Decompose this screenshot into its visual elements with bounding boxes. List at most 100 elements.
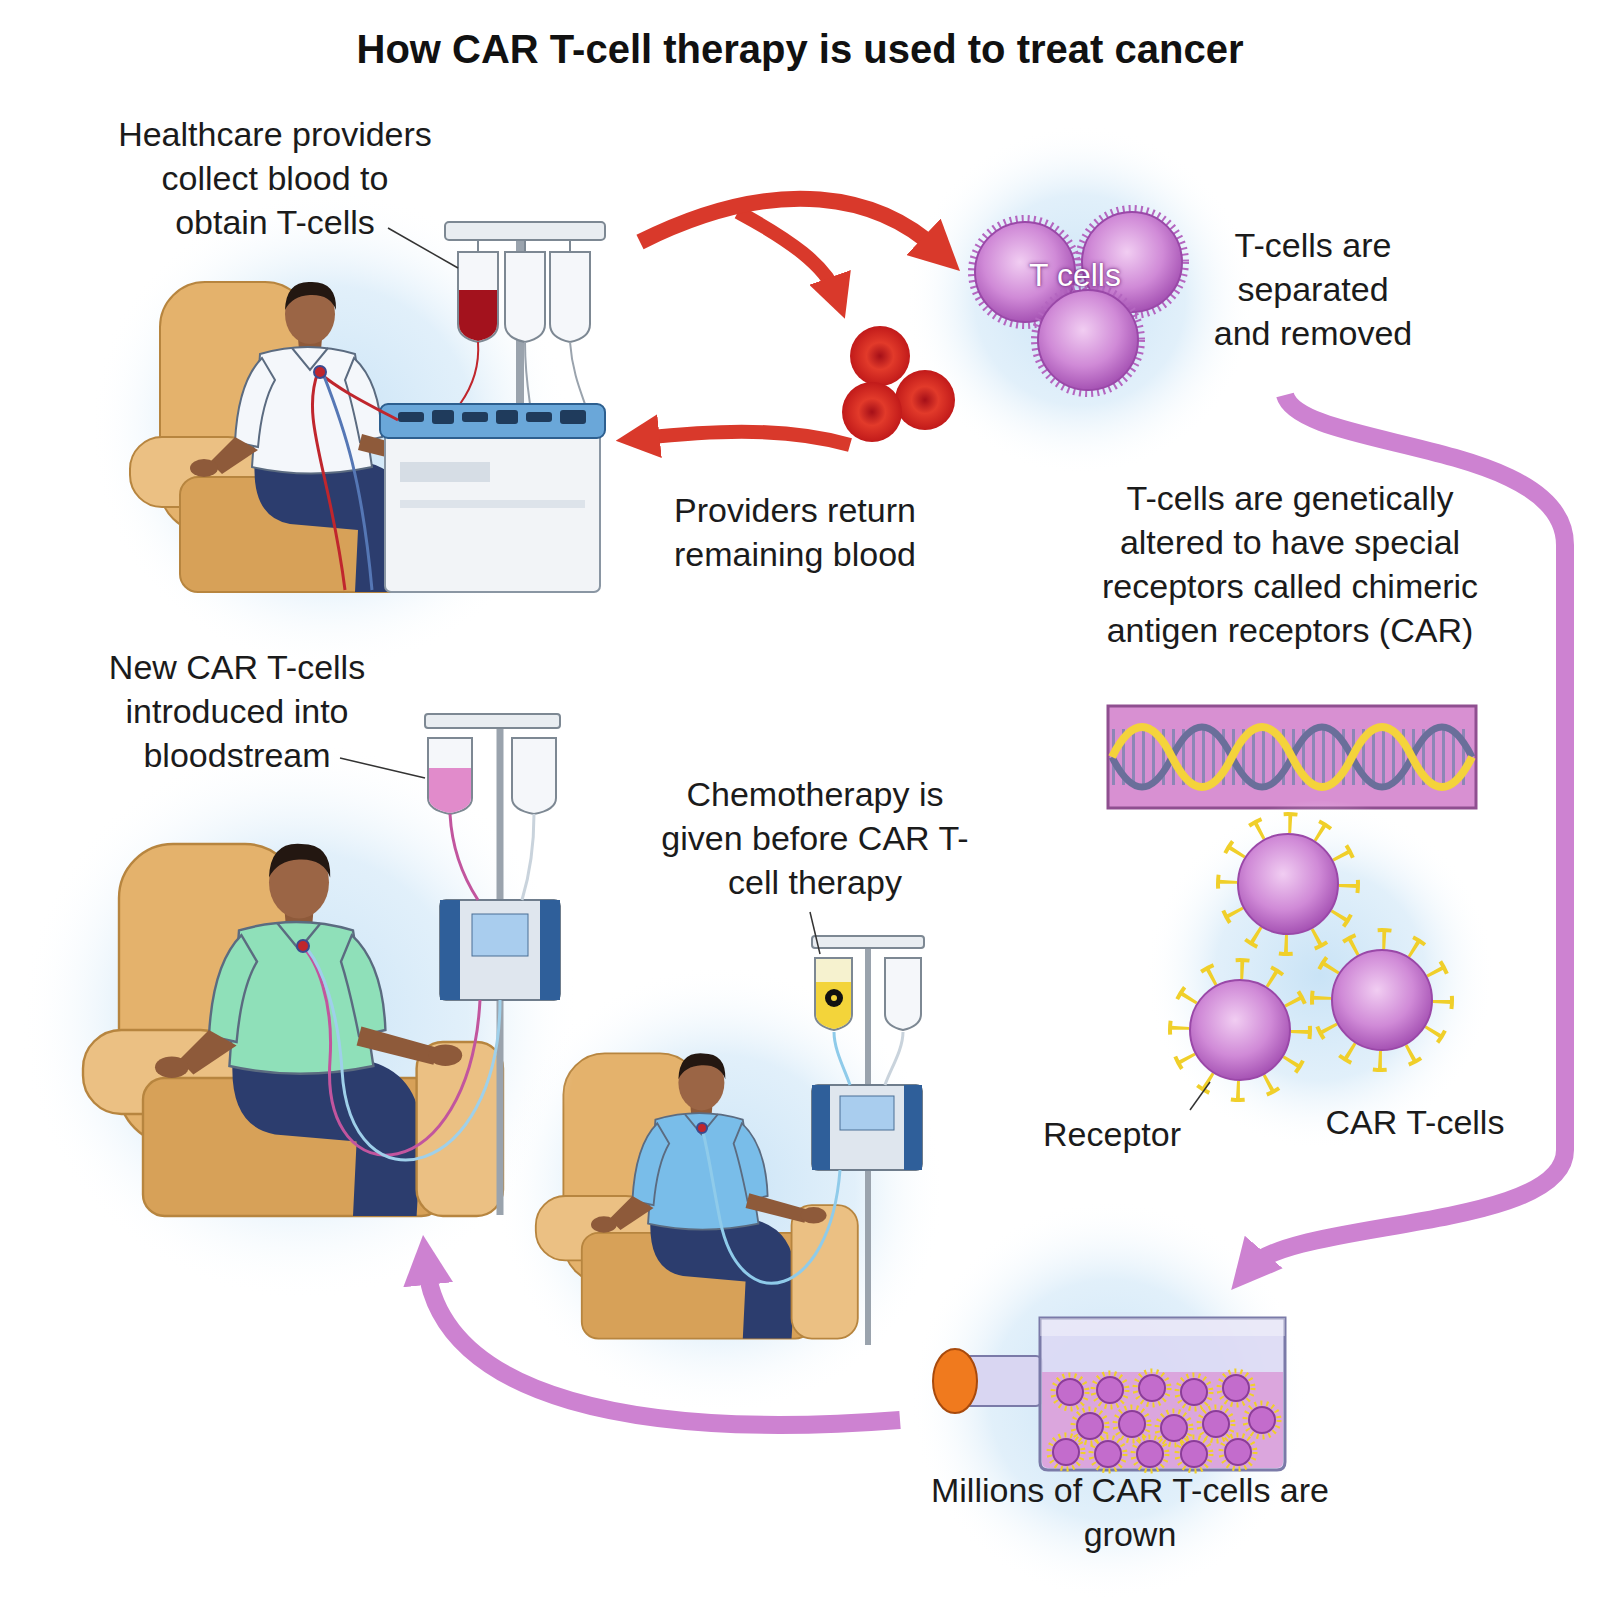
dna-band (1112, 727, 1472, 787)
chemo-scene (816, 982, 851, 1029)
collection-scene (570, 342, 585, 404)
dna-band (1112, 727, 1472, 787)
tcell-illustration (1035, 287, 1141, 393)
chemo-scene (904, 1085, 922, 1170)
chemo-scene (812, 1085, 830, 1170)
collection-scene (477, 240, 479, 252)
chemo-scene (885, 958, 921, 1030)
infusion-scene (450, 814, 478, 900)
infusion-scene (20, 740, 580, 1300)
collection-scene (380, 404, 605, 438)
infusion-scene (425, 714, 560, 728)
culture-flask (1049, 1435, 1083, 1469)
car-tcell-illustration (1218, 814, 1358, 954)
culture-flask (1135, 1371, 1169, 1405)
collection-scene: Healthcare providers collect blood to ob… (80, 112, 640, 592)
infusion-scene (297, 940, 309, 952)
culture-flask (1177, 1437, 1211, 1471)
infusion-scene (522, 814, 534, 900)
red-blood-cells (850, 326, 910, 386)
culture-flask (1199, 1407, 1233, 1441)
part-label: CAR T-cells (1300, 1100, 1530, 1144)
collection-scene (398, 410, 586, 424)
collection-scene (312, 372, 398, 590)
process-arrow (426, 1265, 900, 1425)
collection-scene (398, 412, 424, 422)
culture-flask (1040, 1318, 1285, 1336)
infusion-scene (440, 900, 560, 1000)
culture-flask (1133, 1437, 1167, 1471)
collection-scene (550, 252, 590, 342)
infusion-scene (429, 768, 471, 813)
infusion-scene (340, 758, 425, 778)
collection-scene (460, 342, 585, 404)
car-tcell-illustration (1170, 960, 1310, 1100)
gene-edit-step: T-cells are genetically altered to have … (1080, 476, 1504, 658)
infusion-scene (540, 900, 560, 1000)
culture-flask (1221, 1435, 1255, 1469)
diagram-title: How CAR T-cell therapy is used to treat … (0, 24, 1600, 74)
culture-flask (1040, 1318, 1285, 1470)
dna-band (1108, 706, 1476, 808)
chemo-scene (702, 1032, 903, 1283)
collection-scene (459, 290, 497, 341)
step-caption: Millions of CAR T-cells are grown (910, 1468, 1350, 1556)
car-tcell-illustration (1190, 1082, 1210, 1110)
car-tcell-illustration (1312, 930, 1452, 1070)
infusion-scene (308, 950, 500, 1160)
infusion-scene (302, 814, 534, 1160)
collection-scene (525, 342, 530, 404)
chemo-scene (812, 1085, 922, 1170)
culture-flask-node: Millions of CAR T-cells are grown (900, 1290, 1360, 1590)
collection-scene (505, 252, 545, 342)
step-caption: T-cells are genetically altered to have … (1080, 476, 1500, 652)
infusion-scene (302, 946, 480, 1155)
step-caption: Healthcare providers collect blood to ob… (115, 112, 435, 244)
collection-scene (388, 228, 458, 268)
collection-scene (526, 412, 552, 422)
infusion-scene (20, 714, 580, 1300)
infusion-scene (472, 914, 528, 956)
culture-flask (1245, 1403, 1279, 1437)
cell-label: T cells (1005, 255, 1145, 295)
culture-flask (1177, 1375, 1211, 1409)
car-tcell-illustration (1145, 800, 1495, 1150)
red-blood-cells (842, 382, 902, 442)
tcell-illustration (905, 125, 1255, 475)
collection-scene (312, 372, 345, 590)
chemo-scene (810, 912, 820, 954)
dna-band (1112, 727, 1472, 787)
culture-flask (1093, 1373, 1127, 1407)
collection-scene (478, 240, 570, 252)
blood-flow-arrow (640, 199, 938, 251)
dna-band (1108, 706, 1476, 808)
chemo-scene (840, 1096, 894, 1130)
infusion-scene: New CAR T-cells introduced into bloodstr… (80, 645, 570, 1235)
step-caption: New CAR T-cells introduced into bloodstr… (87, 645, 387, 777)
collection-scene (524, 240, 526, 252)
collection-scene (569, 240, 571, 252)
chemo-scene (885, 1032, 903, 1085)
collection-scene (385, 432, 600, 592)
blood-flow-arrow (642, 212, 850, 445)
collection-scene (400, 462, 490, 482)
step-caption: Chemotherapy is given before CAR T-cell … (660, 772, 970, 904)
chemo-scene (702, 1128, 840, 1283)
collection-scene (496, 410, 518, 424)
chemo-scene (697, 1123, 707, 1133)
culture-flask (1091, 1437, 1125, 1471)
chemo-scene (812, 936, 924, 948)
collection-scene (458, 252, 498, 342)
chemo-scene (815, 958, 852, 1030)
chemo-scene (536, 1053, 858, 1338)
part-label: Receptor (1032, 1112, 1192, 1156)
infusion-scene (428, 738, 472, 814)
collection-scene (460, 342, 478, 404)
collection-scene (560, 410, 586, 424)
culture-flask (1115, 1407, 1149, 1441)
culture-flask (933, 1349, 977, 1413)
red-blood-cells (895, 370, 955, 430)
collection-scene (445, 222, 605, 240)
culture-flask (1053, 1375, 1087, 1409)
collection-scene (400, 500, 585, 508)
